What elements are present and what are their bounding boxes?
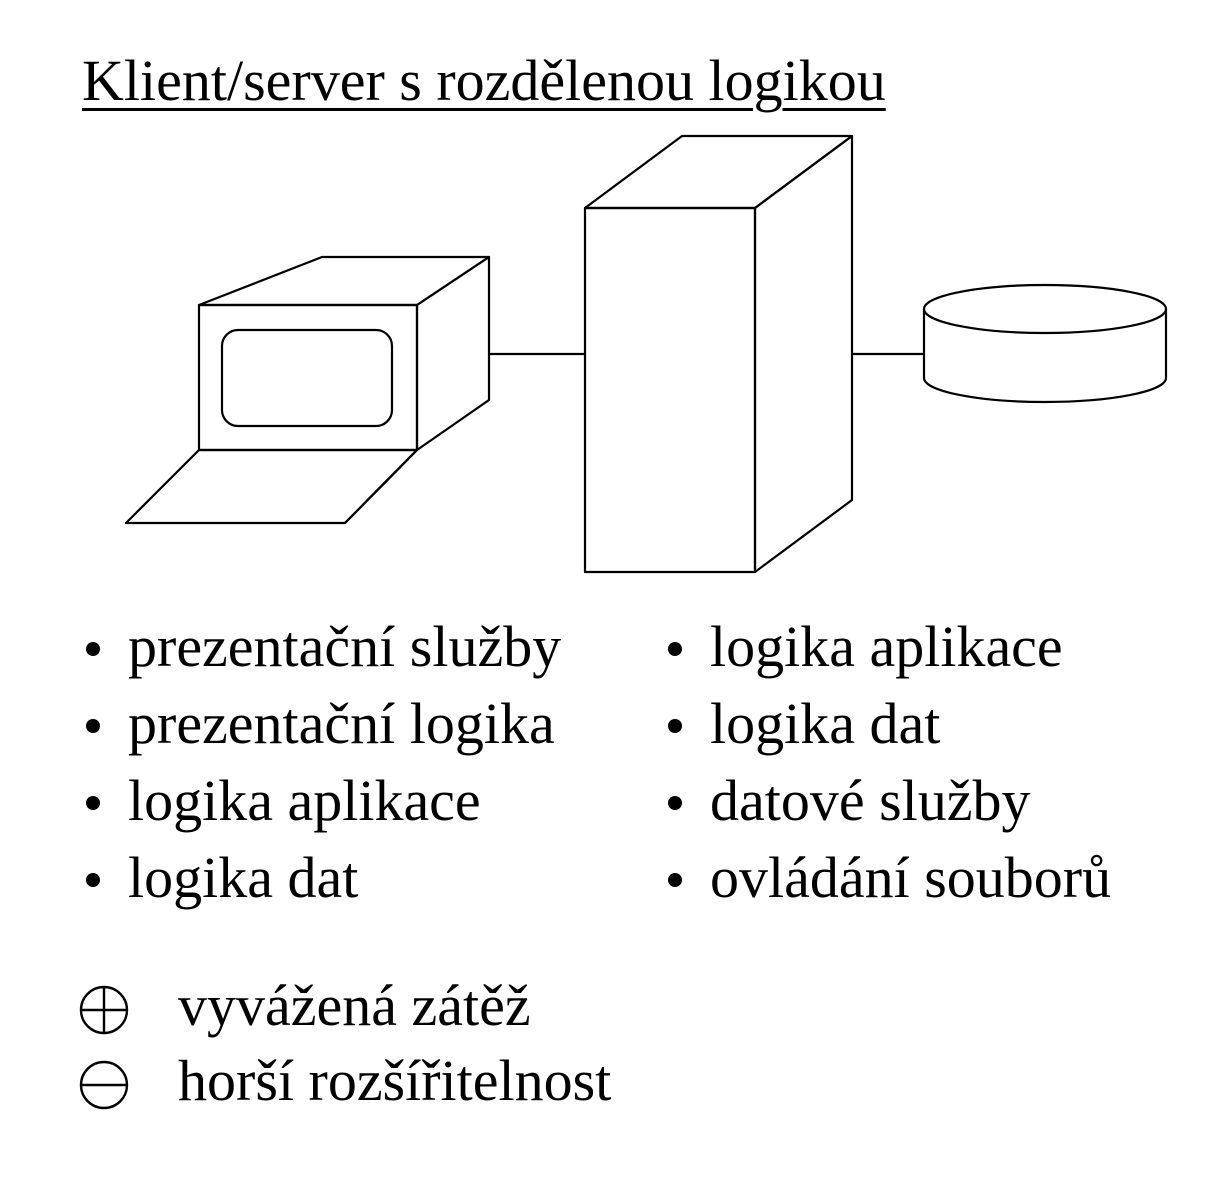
list-item: prezentační logika [80,685,561,762]
bullet-icon [86,872,100,887]
bullet-icon [668,641,682,656]
list-item-label: logika dat [710,691,941,756]
list-item: prezentační služby [80,608,561,685]
circled-plus-icon [79,985,129,1034]
database-disk-icon [922,283,1168,404]
list-item-label: ovládání souborů [710,845,1112,910]
bullet-icon [668,872,682,887]
bullet-icon [668,795,682,810]
list-item: logika aplikace [80,762,561,839]
client-computer-icon [124,255,491,525]
list-item-label: datové služby [710,768,1031,833]
list-item: ovládání souborů [662,839,1111,916]
bullet-icon [668,718,682,733]
page-title: Klient/server s rozdělenou logikou [82,48,886,113]
list-item: datové služby [662,762,1111,839]
list-item: logika dat [80,839,561,916]
con-text: horší rozšířitelnost [178,1048,612,1113]
list-item: logika aplikace [662,608,1111,685]
circled-minus-icon [79,1060,129,1109]
list-item-label: logika aplikace [710,614,1063,679]
pros-cons-list: vyvážená zátěž horší rozšířitelnost [78,968,611,1118]
list-item-label: prezentační logika [128,691,555,756]
pro-text: vyvážená zátěž [178,973,531,1038]
client-logic-list: prezentační služby prezentační logika lo… [80,608,561,916]
list-item: logika dat [662,685,1111,762]
server-tower-icon [583,134,854,574]
list-item-label: logika aplikace [128,768,481,833]
list-item-label: logika dat [128,845,359,910]
client-server-diagram [124,134,1168,574]
bullet-icon [86,795,100,810]
con-item: horší rozšířitelnost [78,1043,611,1118]
pro-item: vyvážená zátěž [78,968,611,1043]
bullet-icon [86,718,100,733]
list-item-label: prezentační služby [128,614,562,679]
bullet-icon [86,641,100,656]
server-logic-list: logika aplikace logika dat datové služby… [662,608,1111,916]
